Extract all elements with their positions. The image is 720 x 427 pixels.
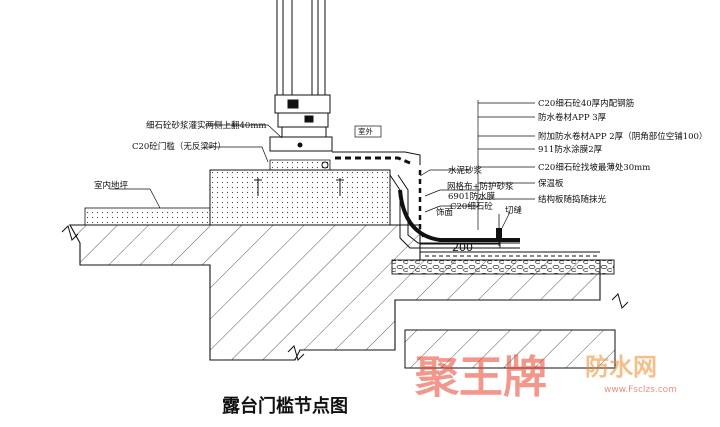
label-outdoor: 室外 <box>358 126 373 136</box>
callout-6: 结构板随捣随抹光 <box>538 194 607 205</box>
door-sill-block <box>209 159 391 226</box>
terrace-layers <box>332 151 600 257</box>
watermark-brand: 聚王牌 <box>414 352 547 403</box>
dimension-200 <box>419 240 501 248</box>
anchor-bolts <box>254 161 344 196</box>
dimension-label: 200 <box>452 241 473 254</box>
insulation-gravel-band <box>391 259 615 275</box>
watermark-logo: 聚王牌 防水网 www.Fsclzs.com <box>414 352 677 403</box>
callout-1: 防水卷材APP 3厚 <box>538 112 607 123</box>
label-mesh-mortar: 网格布+防护砂浆 <box>447 181 514 192</box>
label-grout: 细石砼砂浆灌实两侧上翻40mm <box>146 120 266 131</box>
label-6901: 6901防水膜 <box>448 191 496 202</box>
watermark-sub: 防水网 <box>585 353 657 381</box>
callout-2: 附加防水卷材APP 2厚（阴角部位空铺100） <box>538 131 707 142</box>
diagram-title: 露台门槛节点图 <box>222 395 348 417</box>
door-frame <box>269 0 333 152</box>
label-indoor-floor: 室内地坪 <box>94 180 129 191</box>
indoor-floor-layer <box>84 207 211 226</box>
callout-4: C20细石砼找坡最薄处30mm <box>538 162 650 173</box>
callout-0: C20细石砼40厚内配钢筋 <box>538 98 634 109</box>
watermark-url: www.Fsclzs.com <box>604 385 677 395</box>
lower-slab <box>404 329 616 369</box>
label-c20-fine: C20细石砼 <box>450 201 493 212</box>
break-marks <box>61 225 629 361</box>
callout-5: 保温板 <box>538 178 564 189</box>
label-finish: 饰面 <box>436 207 454 218</box>
callout-3: 911防水涂膜2厚 <box>538 144 603 155</box>
label-cement-mortar: 水泥砂浆 <box>448 165 483 176</box>
leader-lines <box>110 100 535 230</box>
joint-marker <box>496 214 502 246</box>
label-joint: 切缝 <box>505 205 523 216</box>
label-sill: C20砼门槛（无反梁时） <box>132 141 226 152</box>
